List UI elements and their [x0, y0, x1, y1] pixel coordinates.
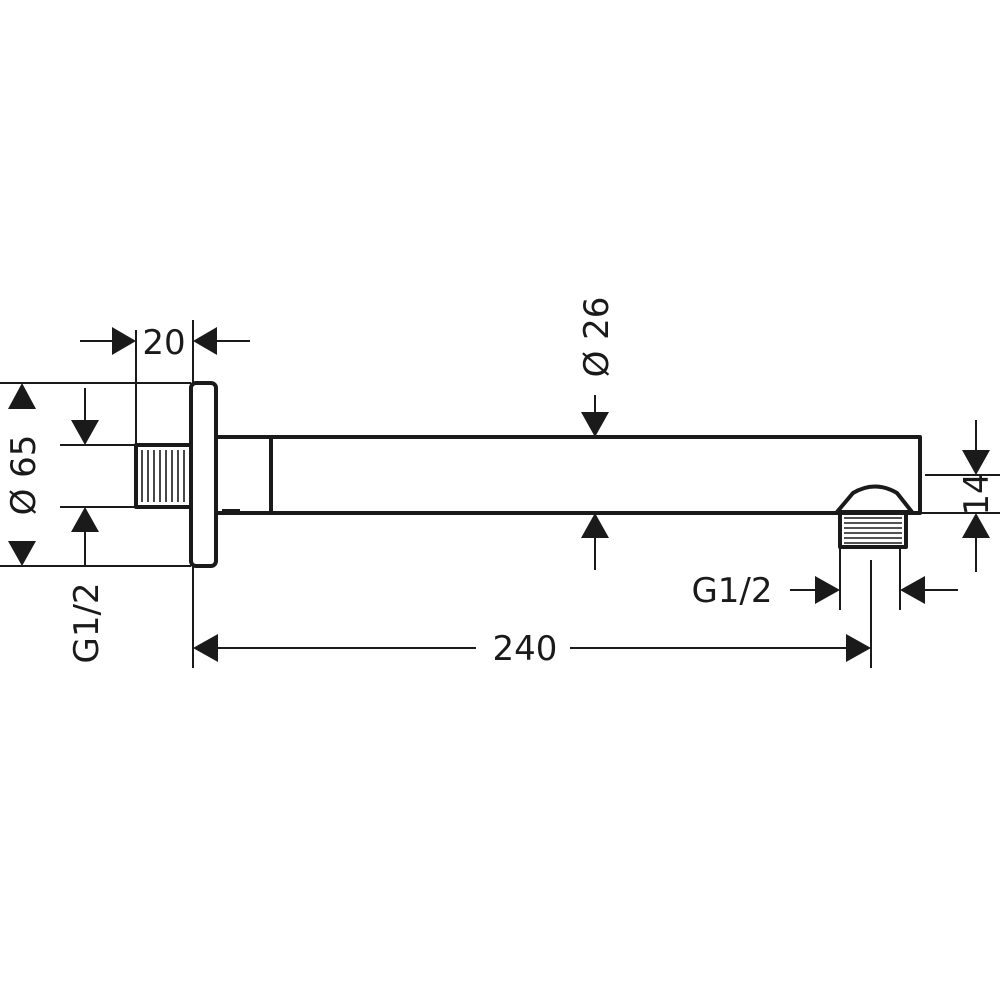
wall-thread-hatching: [141, 450, 185, 502]
dim-arrow: [815, 576, 840, 604]
dim-label-flange-thickness: 20: [142, 323, 185, 363]
wall-flange: [189, 381, 218, 568]
outlet-nut: [835, 484, 914, 514]
dim-arrow: [193, 327, 217, 355]
dim-arrow: [193, 634, 218, 662]
dim-arrow: [962, 450, 990, 475]
dim-arrow: [112, 327, 136, 355]
dim-label-arm-diameter: Ø 26: [577, 297, 617, 378]
dim-arm-diameter: Ø 26: [577, 297, 617, 570]
dim-label-outlet-offset: 14: [957, 472, 997, 515]
dim-arrow: [71, 420, 99, 445]
arm-tube: [214, 435, 922, 515]
shower-arm-part: [134, 381, 922, 568]
dim-arm-length: 240: [192, 560, 872, 669]
dim-flange-thickness: 20: [80, 320, 250, 445]
dim-outlet-thread: G1/2: [691, 548, 958, 611]
wall-thread-stub: [134, 443, 193, 509]
dim-label-arm-length: 240: [493, 629, 558, 669]
dim-arrow: [900, 576, 925, 604]
dim-arrow: [8, 541, 36, 566]
dim-label-flange-diameter: Ø 65: [4, 435, 44, 516]
dim-arrow: [581, 412, 609, 437]
dim-wall-thread: G1/2: [60, 388, 136, 664]
dim-label-wall-thread: G1/2: [67, 582, 107, 663]
dim-flange-diameter: Ø 65: [0, 382, 191, 567]
dim-arrow: [8, 383, 36, 409]
dim-arrow: [962, 513, 990, 538]
dim-outlet-offset: 14: [912, 420, 1000, 572]
dim-arrow: [581, 513, 609, 538]
outlet-thread-hatching: [844, 517, 902, 544]
dim-label-outlet-thread: G1/2: [691, 571, 772, 611]
dim-arrow: [846, 634, 871, 662]
dim-arrow: [71, 507, 99, 532]
